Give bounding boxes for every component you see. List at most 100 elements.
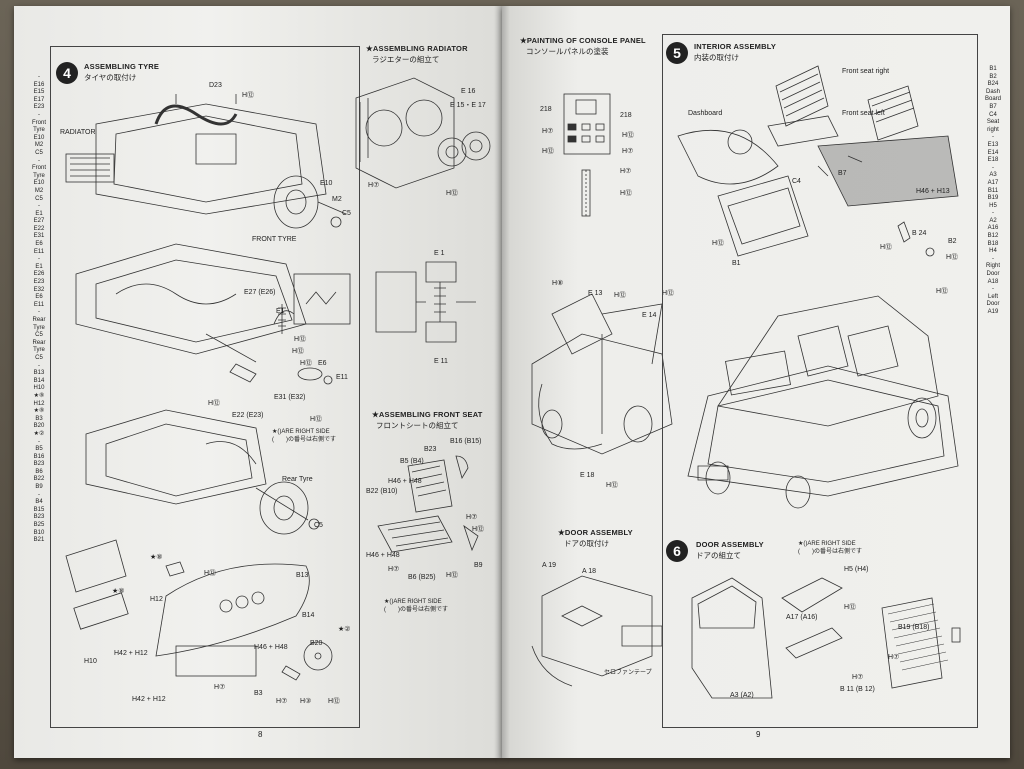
label-b13: B13 [296, 572, 309, 579]
note-symbol: ★( [384, 599, 392, 605]
label-h12: H⑫ [620, 190, 633, 197]
rear-tyre-drawing [56, 404, 356, 535]
step4-title-jp: タイヤの取付け [84, 73, 137, 82]
left-parts-list-item: E15 [33, 89, 45, 96]
label-c5: C5 [314, 522, 323, 529]
left-parts-list-item: B3 [35, 415, 43, 422]
label-h12: H⑫ [446, 572, 459, 579]
door-attach-title-en: ★DOOR ASSEMBLY [558, 528, 633, 537]
label-218: 218 [540, 106, 552, 113]
label-e27-e26: E27 (E26) [244, 289, 276, 296]
left-parts-list-item: B16 [33, 453, 45, 460]
note-jp: ( )の番号は右側です [384, 607, 448, 613]
page-number-right: 9 [756, 730, 761, 739]
dashboard-drawing [56, 536, 356, 716]
label-b1: B1 [732, 260, 741, 267]
left-parts-list-item: H12 [33, 400, 45, 407]
label-a19: A 19 [542, 562, 557, 569]
label-h7: H⑦ [276, 698, 288, 705]
right-parts-list-item: Right [985, 263, 1000, 270]
step5-number: 5 [666, 42, 688, 64]
step5-title-jp: 内装の取付け [694, 53, 739, 62]
right-parts-list-item: A3 [989, 172, 997, 179]
label-dashboard: Dashboard [688, 110, 723, 117]
right-parts-list-item: C4 [989, 111, 997, 118]
label-e1: E1 [276, 308, 285, 315]
left-parts-list-item: H10 [33, 385, 45, 392]
left-parts-list-item: B15 [33, 506, 45, 513]
label-h12: H⑫ [880, 244, 893, 251]
label-e6: E6 [318, 360, 327, 367]
label-star8: ★⑧ [112, 588, 125, 595]
note-jp: ( )の番号は右側です [272, 437, 336, 443]
left-parts-list-item: - [38, 491, 40, 498]
label-h12: H⑫ [712, 240, 725, 247]
left-parts-list-item: Front [31, 119, 46, 126]
label-e22-e23: E22 (E23) [232, 412, 264, 419]
label-h7: H⑦ [542, 128, 554, 135]
label-h42-h12: H42 + H12 [114, 650, 148, 657]
right-parts-list-item: right [987, 126, 999, 133]
label-e14: E 14 [642, 312, 657, 319]
left-parts-list-item: E10 [33, 180, 45, 187]
right-parts-list-item: E14 [987, 149, 999, 156]
left-parts-list-item: - [38, 74, 40, 80]
left-parts-list-item: C5 [35, 354, 43, 361]
left-parts-list-item: - [38, 256, 40, 263]
left-parts-list-item: ★⑧ [33, 392, 45, 399]
console-panel-drawing [562, 90, 612, 220]
label-h12: H⑫ [294, 336, 307, 343]
label-b6-b25: B6 (B25) [408, 574, 436, 581]
label-h46-h48: H46 + H48 [254, 644, 288, 651]
label-h12: H⑫ [542, 148, 555, 155]
label-e11: E11 [336, 374, 348, 381]
note-en: )ARE RIGHT SIDE [805, 541, 856, 547]
note-jp: ( )の番号は右側です [798, 549, 862, 555]
left-parts-list-item: Tyre [33, 172, 45, 179]
left-parts-list-item: Rear [32, 339, 46, 346]
label-h12: H⑫ [242, 92, 255, 99]
front-seat-note: ★()ARE RIGHT SIDE ( )の番号は右側です [384, 598, 448, 614]
right-parts-list-item: - [992, 164, 994, 171]
label-e13: E 13 [588, 290, 603, 297]
label-e16: E 16 [461, 88, 476, 95]
label-a18: A 18 [582, 568, 597, 575]
label-h46-h48: H46 + H48 [366, 552, 400, 559]
right-parts-list-item: B11 [987, 187, 999, 194]
right-page: ★PAINTING OF CONSOLE PANEL コンソールパネルの塗装 2… [502, 6, 1010, 758]
label-b11-b12: B 11 (B 12) [840, 686, 875, 693]
left-parts-list-item: E27 [33, 218, 45, 225]
front-suspension-drawing [56, 234, 356, 404]
left-parts-list-item: C5 [35, 195, 43, 202]
label-h7: H⑦ [466, 514, 478, 521]
right-parts-list-item: - [992, 286, 994, 293]
label-h12: H⑫ [310, 416, 323, 423]
left-parts-list-item: - [38, 438, 40, 445]
label-h12: H⑫ [614, 292, 627, 299]
note-en: )ARE RIGHT SIDE [279, 429, 330, 435]
page-gutter [494, 6, 510, 758]
label-h12: H⑫ [662, 290, 675, 297]
step5-6-frame [662, 34, 978, 728]
left-parts-list-item: Tyre [33, 127, 45, 134]
left-parts-list-item: B14 [33, 377, 45, 384]
front-seat-title-jp: フロントシートの組立て [376, 421, 459, 430]
completed-car-drawing [678, 295, 968, 516]
right-parts-list-item: B2 [989, 73, 997, 80]
left-parts-list-item: - [38, 362, 40, 369]
label-front-seat-right: Front seat right [842, 68, 890, 75]
label-h12: H⑫ [946, 254, 959, 261]
label-h46-h13: H46 + H13 [916, 188, 950, 195]
shock-detail-drawing [366, 252, 486, 362]
left-parts-list-item: B10 [33, 529, 45, 536]
label-b16-b15: B16 (B15) [450, 438, 482, 445]
right-parts-list-item: Left [987, 293, 998, 300]
label-218: 218 [620, 112, 632, 119]
left-parts-list-item: Tyre [33, 324, 45, 331]
left-parts-list-item: B9 [35, 484, 43, 491]
left-parts-list-item: E1 [35, 210, 43, 217]
label-b5-b4: B5 (B4) [400, 458, 424, 465]
note-symbol: ★( [272, 429, 280, 435]
